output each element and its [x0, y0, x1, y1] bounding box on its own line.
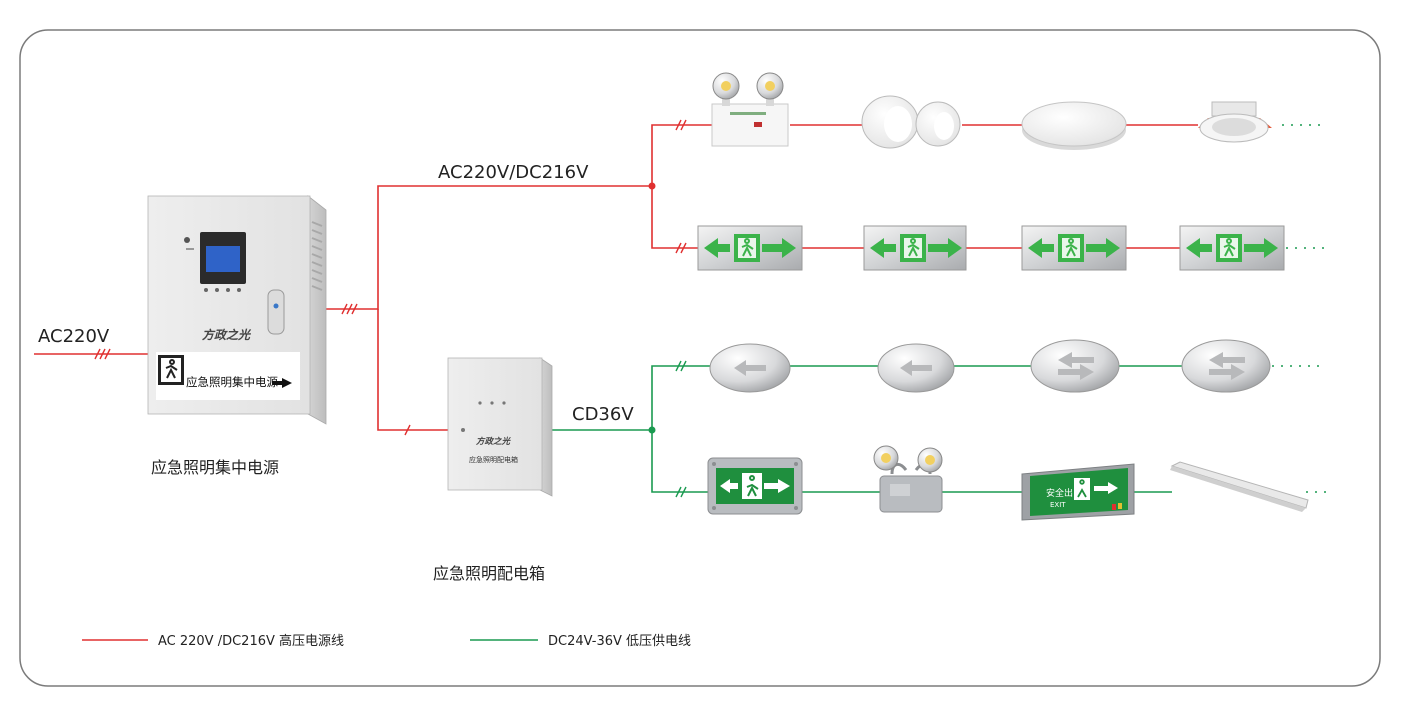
distribution-box-caption: 应急照明配电箱 — [433, 564, 545, 583]
low-voltage-wires — [552, 365, 1182, 493]
exit-sign-1 — [697, 225, 803, 271]
distribution-box-panel-text: 应急照明配电箱 — [469, 455, 518, 464]
low-bus-junction-dot — [648, 426, 656, 434]
explosion-proof-exit-sign — [707, 457, 803, 515]
exit-sign-3 — [1021, 225, 1127, 271]
exit-sign-2 — [863, 225, 967, 271]
ceiling-lamp — [1021, 101, 1127, 150]
distribution-box-brand: 方政之光 — [475, 436, 512, 447]
diagram-frame — [19, 29, 1381, 687]
floor-indicator-disc-1 — [709, 343, 791, 393]
twin-head-emergency-light — [711, 72, 789, 147]
continuation-dots — [1272, 124, 1326, 493]
low-bus-label: CD36V — [572, 404, 634, 425]
central-power-caption: 应急照明集中电源 — [151, 458, 279, 477]
suspended-exit-sign: 安全出口 EXIT — [1021, 463, 1135, 521]
high-voltage-wires — [34, 124, 1198, 431]
bus-junction-dot — [648, 182, 656, 190]
distribution-box: 方政之光 应急照明配电箱 — [447, 357, 553, 497]
main-bus-label: AC220V/DC216V — [438, 162, 589, 183]
conductor-marks-green — [675, 360, 687, 498]
central-power-cabinet: 方政之光 应急照明集中电源 — [147, 195, 327, 425]
main-input-label: AC220V — [38, 326, 110, 347]
floor-indicator-disc-3 — [1030, 339, 1120, 393]
wall-mounted-lamp — [861, 95, 961, 149]
cabinet-handle — [267, 289, 285, 335]
floor-indicator-disc-2 — [877, 343, 955, 393]
floor-indicator-disc-4 — [1181, 339, 1271, 393]
exit-sign-4 — [1179, 225, 1285, 271]
conductor-marks-red — [94, 119, 687, 436]
cabinet-brand: 方政之光 — [201, 328, 252, 342]
legend: AC 220V /DC216V 高压电源线 DC24V-36V 低压供电线 — [82, 633, 691, 649]
cabinet-panel-text: 应急照明集中电源 — [186, 375, 278, 389]
legend-label-low-voltage: DC24V-36V 低压供电线 — [548, 634, 691, 649]
linear-batten-lamp — [1170, 461, 1309, 512]
legend-label-high-voltage: AC 220V /DC216V 高压电源线 — [158, 633, 344, 649]
exit-sign-text-en: EXIT — [1050, 501, 1066, 509]
exit-sign-text-cn: 安全出口 — [1046, 487, 1082, 499]
explosion-proof-twin-head-light — [873, 445, 943, 513]
downlight — [1198, 101, 1272, 143]
